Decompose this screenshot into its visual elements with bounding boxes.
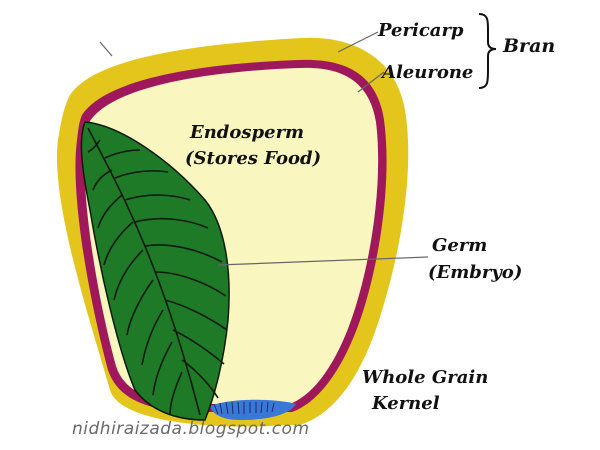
germ-note-label: (Embryo) (428, 262, 522, 283)
germ-vein (104, 149, 141, 159)
bran-label: Bran (502, 35, 555, 57)
germ-base-stroke (213, 401, 275, 415)
germ-label: Germ (432, 235, 487, 256)
germ-vein (97, 194, 123, 229)
aleurone-label: Aleurone (380, 62, 473, 83)
germ-vein (114, 170, 169, 179)
endosperm-note-label: (Stores Food) (185, 148, 321, 169)
germ-vein (134, 217, 209, 229)
germ-vein (141, 309, 164, 366)
kernel-label: Kernel (371, 393, 440, 414)
germ-midrib (87, 127, 201, 416)
germ-leader-line (217, 256, 429, 266)
germ-vein (172, 329, 225, 365)
germ-vein (144, 244, 223, 263)
germ-vein (124, 194, 191, 201)
aleurone-leader-line (357, 71, 385, 93)
germ-base-texture (213, 401, 275, 415)
bran-brace (478, 13, 497, 89)
germ-vein (103, 221, 134, 266)
germ-vein (113, 249, 144, 301)
watermark-text: nidhiraizada.blogspot.com (72, 419, 310, 439)
germ-vein (164, 299, 228, 331)
leader-lines (99, 31, 429, 266)
pericarp-leader-line (337, 31, 379, 53)
germ-vein (87, 139, 101, 153)
endosperm-label: Endosperm (189, 122, 304, 143)
pericarp-label: Pericarp (377, 20, 464, 41)
stray-mark-line (99, 41, 113, 57)
germ-vein (126, 279, 154, 336)
whole-grain-label: Whole Grain (362, 367, 488, 388)
germ-vein (181, 359, 219, 399)
germ-base-region (210, 399, 296, 420)
germ-vein (152, 341, 173, 396)
germ-veins (87, 127, 228, 416)
germ-vein (169, 371, 183, 416)
germ-vein (154, 271, 227, 297)
germ-vein (92, 169, 113, 191)
